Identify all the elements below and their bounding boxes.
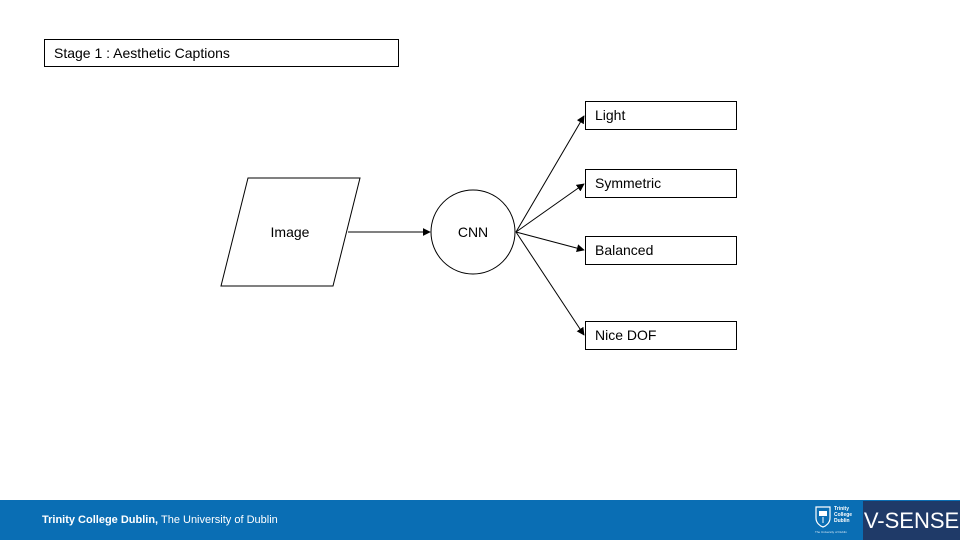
- crest-line-1: Trinity: [834, 506, 850, 512]
- crest-wordmark: Trinity College Dublin: [834, 506, 852, 524]
- output-box-light: Light: [585, 101, 737, 130]
- tcd-crest-logo: Trinity College Dublin The University of…: [815, 505, 861, 537]
- institution-subtitle: The University of Dublin: [160, 514, 278, 526]
- image-node-label: Image: [271, 224, 310, 240]
- arrow-to-nice-dof: [515, 231, 585, 336]
- institution-name: Trinity College Dublin,: [42, 514, 159, 526]
- arrow-to-symmetric: [515, 183, 585, 233]
- footer-institution: Trinity College Dublin, The University o…: [42, 500, 278, 540]
- slide-title: Stage 1 : Aesthetic Captions: [44, 39, 399, 67]
- output-box-symmetric: Symmetric: [585, 169, 737, 198]
- cnn-node-label: CNN: [458, 224, 488, 240]
- cnn-node-shape: [430, 189, 516, 275]
- crest-caption: The University of Dublin: [815, 530, 847, 534]
- crest-line-3: Dublin: [834, 518, 850, 524]
- v-sense-logo: V-SENSE: [863, 501, 960, 540]
- arrow-to-light: [515, 115, 585, 233]
- footer-bar: Trinity College Dublin, The University o…: [0, 500, 960, 540]
- arrow-to-balanced: [515, 231, 585, 253]
- image-node-shape: [220, 177, 361, 287]
- output-box-balanced: Balanced: [585, 236, 737, 265]
- crest-line-2: College: [834, 512, 853, 518]
- output-box-nice-dof: Nice DOF: [585, 321, 737, 350]
- flow-diagram: Image CNN: [220, 115, 585, 336]
- crest-shield-icon: [815, 506, 831, 528]
